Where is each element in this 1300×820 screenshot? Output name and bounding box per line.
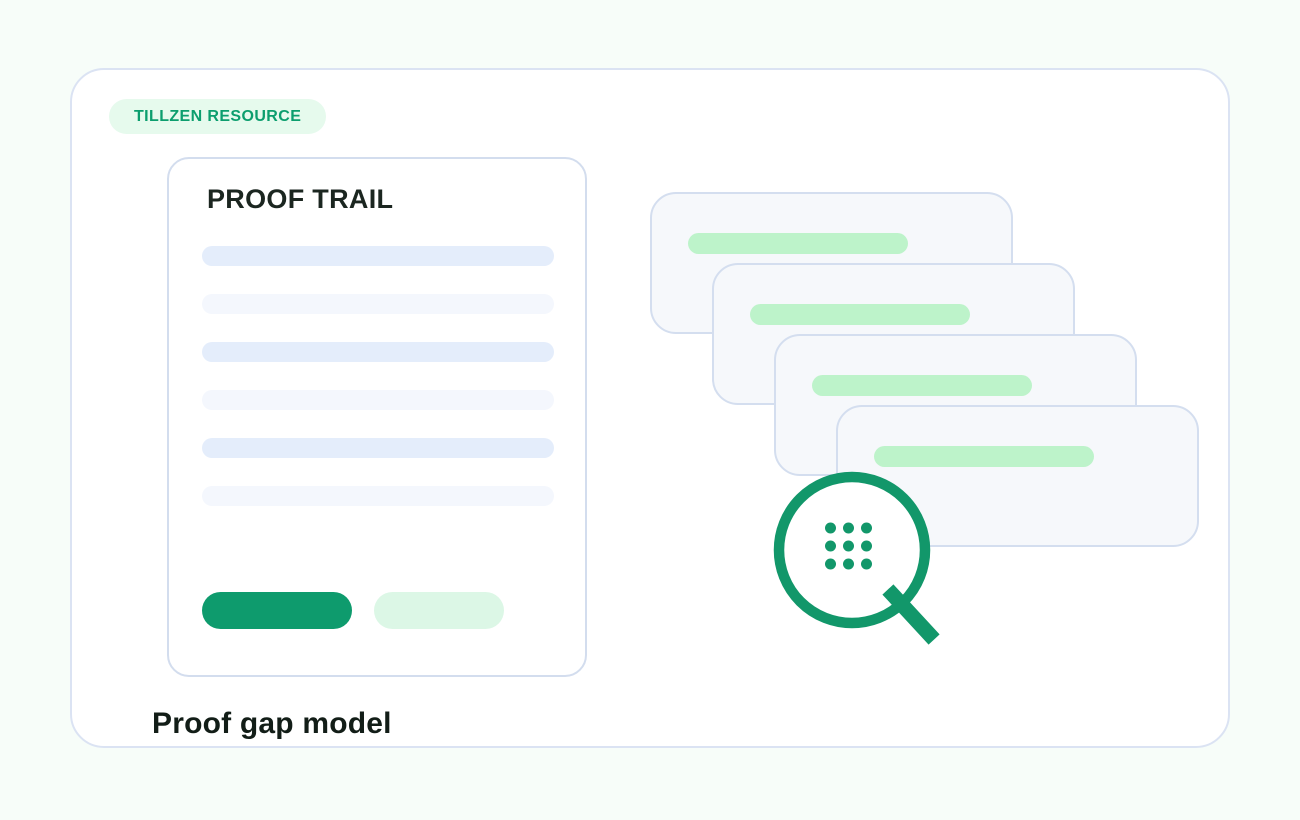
document-highlight-bar xyxy=(812,375,1032,396)
skeleton-line xyxy=(202,486,554,506)
stacked-document-card xyxy=(650,192,1013,334)
brand-badge: TILLZEN RESOURCE xyxy=(109,99,327,134)
skeleton-line xyxy=(202,438,554,458)
panel-caption: Proof gap model xyxy=(152,707,392,740)
magnifier-search-icon xyxy=(773,471,940,645)
document-highlight-bar xyxy=(688,233,908,254)
skeleton-text-block xyxy=(202,246,554,506)
stacked-document-card xyxy=(712,263,1075,405)
placeholder-button-pill xyxy=(374,592,504,629)
card-title: PROOF TRAIL xyxy=(207,184,394,214)
stacked-document-card xyxy=(774,334,1137,476)
proof-trail-card: PROOF TRAIL xyxy=(167,157,587,677)
skeleton-line xyxy=(202,342,554,362)
skeleton-line xyxy=(202,294,554,314)
main-panel: TILLZEN RESOURCE PROOF TRAIL xyxy=(70,68,1230,748)
action-pill-row xyxy=(202,592,562,629)
dot-grid xyxy=(825,522,872,570)
skeleton-line xyxy=(202,246,554,266)
skeleton-line xyxy=(202,390,554,410)
placeholder-button-pill xyxy=(202,592,352,629)
document-highlight-bar xyxy=(750,304,970,325)
